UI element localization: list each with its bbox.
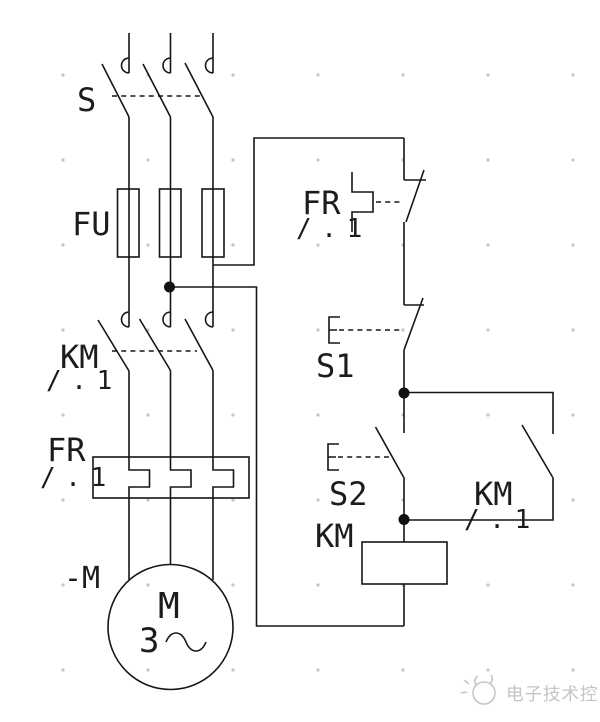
- fr-actuator-symbol: [351, 172, 374, 232]
- contactor-aux-ref: / . 1: [464, 505, 530, 535]
- fr-overload-heater-box: [92, 456, 250, 499]
- motor-phase-count-label: 3: [139, 621, 160, 661]
- fuse-label: FU: [72, 205, 111, 243]
- stop-button-label: S1: [316, 347, 355, 385]
- s2-pushbutton-actuator: [327, 443, 339, 471]
- km-coil-symbol: [361, 541, 448, 626]
- motor-circle: [107, 563, 234, 691]
- fr-nc-contact-symbol: [351, 138, 426, 305]
- km-main-contacts-symbol: [97, 311, 214, 372]
- control-return-wire: [169, 286, 404, 627]
- s2-start-button-symbol: [327, 393, 405, 542]
- motor-wave-symbol: [165, 632, 207, 652]
- s1-pushbutton-actuator: [328, 316, 340, 344]
- contactor-coil-label: KM: [315, 517, 354, 555]
- overload-relay-contact-ref: / . 1: [296, 214, 362, 244]
- phase-conductors: [128, 117, 235, 580]
- km-aux-contact-branch: [404, 391, 554, 521]
- overload-relay-main-label: FR: [47, 431, 86, 469]
- motor-letter-label: M: [158, 586, 180, 627]
- motor-tag-label: -M: [64, 561, 101, 596]
- junction-dots: [164, 281, 410, 525]
- contactor-main-ref: / . 1: [46, 366, 112, 396]
- watermark-text: 电子技术控: [506, 685, 599, 705]
- s1-stop-button-symbol: [328, 297, 424, 393]
- overload-relay-main-ref: / . 1: [40, 463, 106, 493]
- disconnect-switch-symbol: [101, 33, 214, 118]
- control-supply-tap: [213, 137, 404, 266]
- overload-relay-contact-label: FR: [302, 184, 341, 222]
- contactor-aux-label: KM: [474, 475, 513, 513]
- watermark-logo-icon: [460, 674, 496, 705]
- disconnect-switch-label: S: [77, 81, 97, 119]
- start-button-label: S2: [329, 475, 368, 513]
- contactor-main-label: KM: [60, 338, 99, 376]
